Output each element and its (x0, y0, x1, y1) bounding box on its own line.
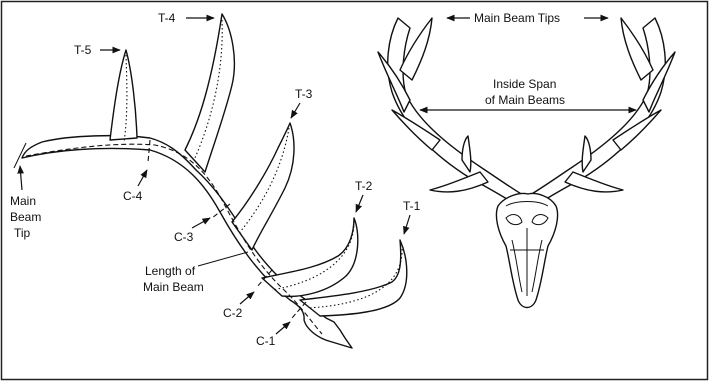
tine-t3 (232, 123, 294, 250)
arrow-c1 (276, 322, 290, 334)
label-main-beam-tip-line-3: Tip (14, 226, 31, 240)
label-t2: T-2 (355, 179, 373, 193)
label-c3: C-3 (174, 230, 194, 244)
label-t4: T-4 (158, 11, 176, 25)
label-t1: T-1 (403, 199, 421, 213)
front-right-tine-5 (565, 172, 623, 192)
arrow-c3 (192, 218, 210, 228)
antler-side-view (14, 14, 407, 348)
label-t3: T-3 (295, 87, 313, 101)
right-labels: Main Beam Tips Inside Span of Main Beams (420, 11, 636, 110)
front-left-main-beam (388, 18, 528, 206)
label-main-beam-tip-line-1: Main (10, 194, 36, 208)
label-length-of-main-beam-line-1: Length of (145, 264, 196, 278)
arrow-t2 (356, 195, 363, 212)
label-inside-span-line-2: of Main Beams (485, 93, 565, 107)
label-c4: C-4 (123, 189, 143, 203)
arrow-t1 (404, 215, 410, 234)
front-left-tine-5 (430, 172, 488, 192)
antler-front-view (378, 18, 675, 308)
label-inside-span-line-1: Inside Span (493, 77, 556, 91)
arrow-c4 (138, 170, 147, 186)
label-main-beam-tip-line-2: Beam (10, 210, 41, 224)
tine-t2 (262, 218, 358, 296)
arrow-main-beam-tip (20, 166, 22, 190)
arrow-c2 (240, 292, 254, 304)
arrow-t3 (291, 103, 300, 118)
label-c1: C-1 (256, 334, 276, 348)
label-t5: T-5 (74, 43, 92, 57)
pointer-length-of-main-beam (198, 252, 248, 266)
label-length-of-main-beam-line-2: Main Beam (143, 280, 204, 294)
tine-t5 (110, 50, 137, 140)
label-main-beam-tips: Main Beam Tips (474, 11, 560, 25)
front-right-main-beam (525, 18, 665, 206)
tine-t4 (185, 14, 234, 172)
label-c2: C-2 (223, 306, 243, 320)
